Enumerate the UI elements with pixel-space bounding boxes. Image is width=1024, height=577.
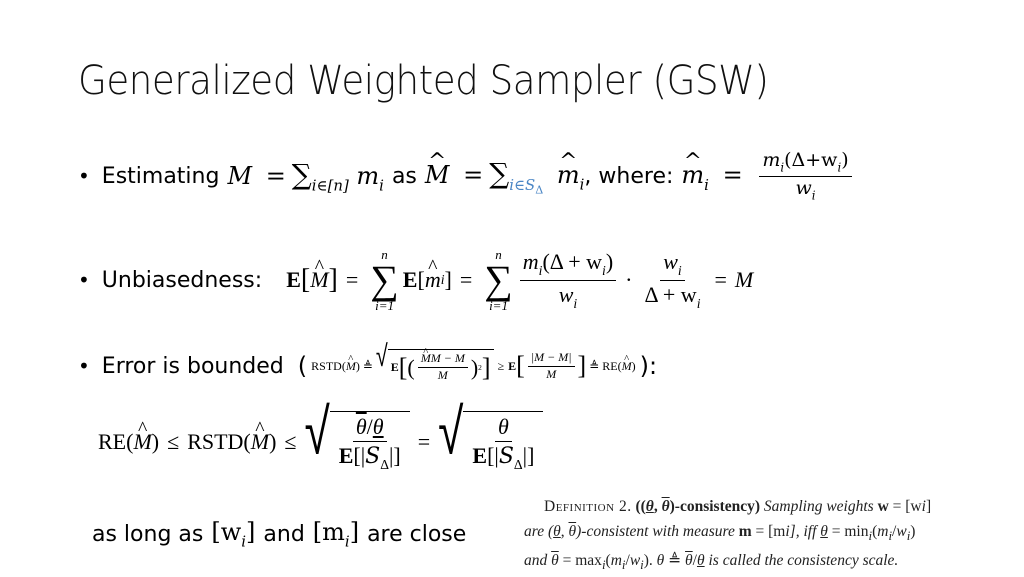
bullet-estimating: • Estimating M =∑i∈[n] mi as M =∑i∈SΔ mi…: [78, 149, 855, 203]
sample-set-subscript: i∈SΔ: [509, 175, 544, 196]
error-bound-equation: RE(M) ≤ RSTD(M) ≤ √θ/θE[|SΔ|] = √θE[|SΔ|…: [98, 399, 544, 482]
definition-consistency: Definition 2. ((θ, θ)-consistency) Sampl…: [524, 498, 932, 573]
bullet-unbiasedness: • Unbiasedness: E[M] = n∑i=1 E[mi] = n∑i…: [78, 240, 753, 320]
bullet-dot: •: [78, 268, 90, 292]
estimate-formula: M =∑i∈[n] mi: [227, 158, 384, 195]
bullet-error-bounded: • Error is bounded ( RSTD(M) ≜ √E[(MM − …: [78, 338, 657, 394]
closing-condition-text: as long as [wi] and [mi] are close: [92, 518, 467, 551]
slide-title: Generalized Weighted Sampler (GSW): [78, 58, 769, 104]
estimator-fraction: mi(Δ+wi) wi: [759, 149, 852, 203]
bullet-label: Unbiasedness:: [101, 267, 263, 293]
definition-heading: Definition 2.: [544, 498, 632, 515]
bullet-dot: •: [78, 164, 90, 189]
bullet-label: Error is bounded: [101, 353, 284, 379]
unbiasedness-formula: E[M] = n∑i=1 E[mi] = n∑i=1 mi(Δ + wi)wi …: [286, 248, 753, 312]
bullet-dot: •: [78, 354, 90, 378]
bullet-label: Estimating: [101, 163, 220, 189]
rstd-definition-formula: RSTD(M) ≜ √E[(MM − MM)2] ≥ E[|M − M|M] ≜…: [311, 342, 635, 383]
